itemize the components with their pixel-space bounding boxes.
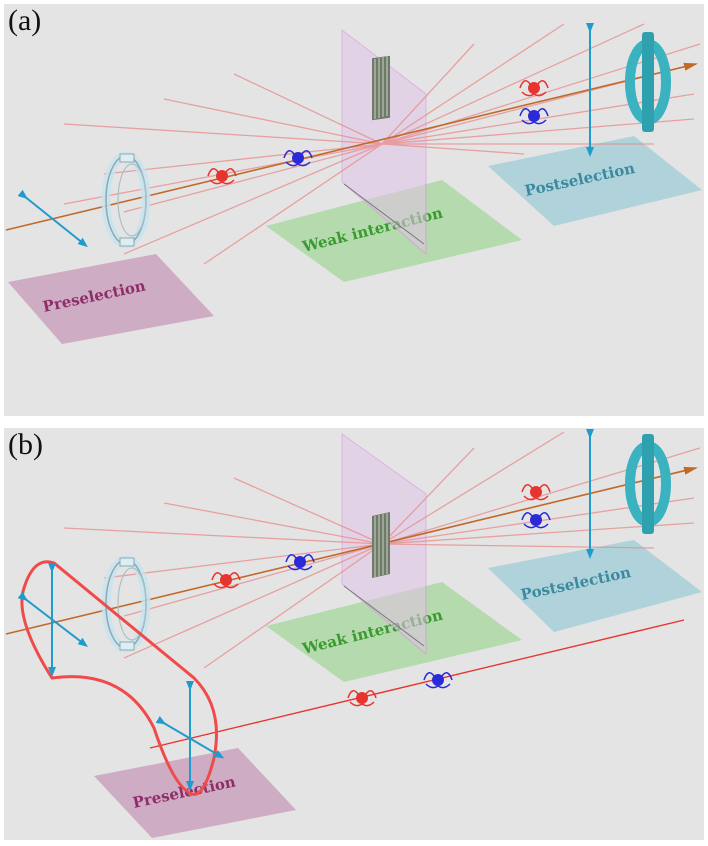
screen-shadow bbox=[343, 183, 425, 245]
postselection-plane bbox=[488, 540, 702, 632]
light-rays bbox=[63, 23, 701, 265]
panel-a-diagram: Preselection Weak interaction Postselect… bbox=[5, 23, 702, 344]
postselection-plane bbox=[488, 136, 702, 226]
grating-lines bbox=[374, 56, 388, 119]
grating bbox=[372, 55, 390, 121]
reference-beam bbox=[149, 619, 685, 749]
panel-label-b: (b) bbox=[8, 428, 43, 461]
preselection-cross-arrows bbox=[17, 563, 225, 791]
panel-a: Preselection Weak interaction Postselect… bbox=[4, 4, 704, 416]
particle-red-post bbox=[521, 484, 551, 501]
particle-blue-post bbox=[519, 108, 549, 125]
particle-blue bbox=[283, 150, 313, 167]
particle-red bbox=[211, 572, 241, 589]
grating bbox=[372, 512, 390, 578]
panel-label-a: (a) bbox=[8, 4, 42, 37]
main-beam bbox=[5, 466, 698, 635]
particle-red bbox=[207, 168, 237, 185]
particle-blue-reference bbox=[423, 672, 453, 689]
particle-blue-post bbox=[521, 512, 551, 529]
preselection-polarization-arrow bbox=[17, 189, 88, 248]
postselection-polarizer bbox=[625, 434, 671, 534]
preselection-polarizer bbox=[101, 555, 151, 653]
screen-shadow bbox=[343, 585, 425, 647]
weak-interaction-plane bbox=[266, 180, 522, 282]
preselection-plane bbox=[8, 254, 214, 344]
particle-red-reference bbox=[347, 690, 377, 707]
preselection-polarizer bbox=[101, 151, 151, 249]
weak-interaction-plane bbox=[266, 582, 522, 682]
particle-blue bbox=[285, 554, 315, 571]
main-beam bbox=[5, 62, 698, 231]
particle-red-post bbox=[519, 80, 549, 97]
panel-b: Weak interaction Postselection Preselect… bbox=[4, 428, 704, 840]
panel-b-diagram: Weak interaction Postselection Preselect… bbox=[5, 429, 702, 838]
postselection-polarizer bbox=[625, 32, 671, 132]
